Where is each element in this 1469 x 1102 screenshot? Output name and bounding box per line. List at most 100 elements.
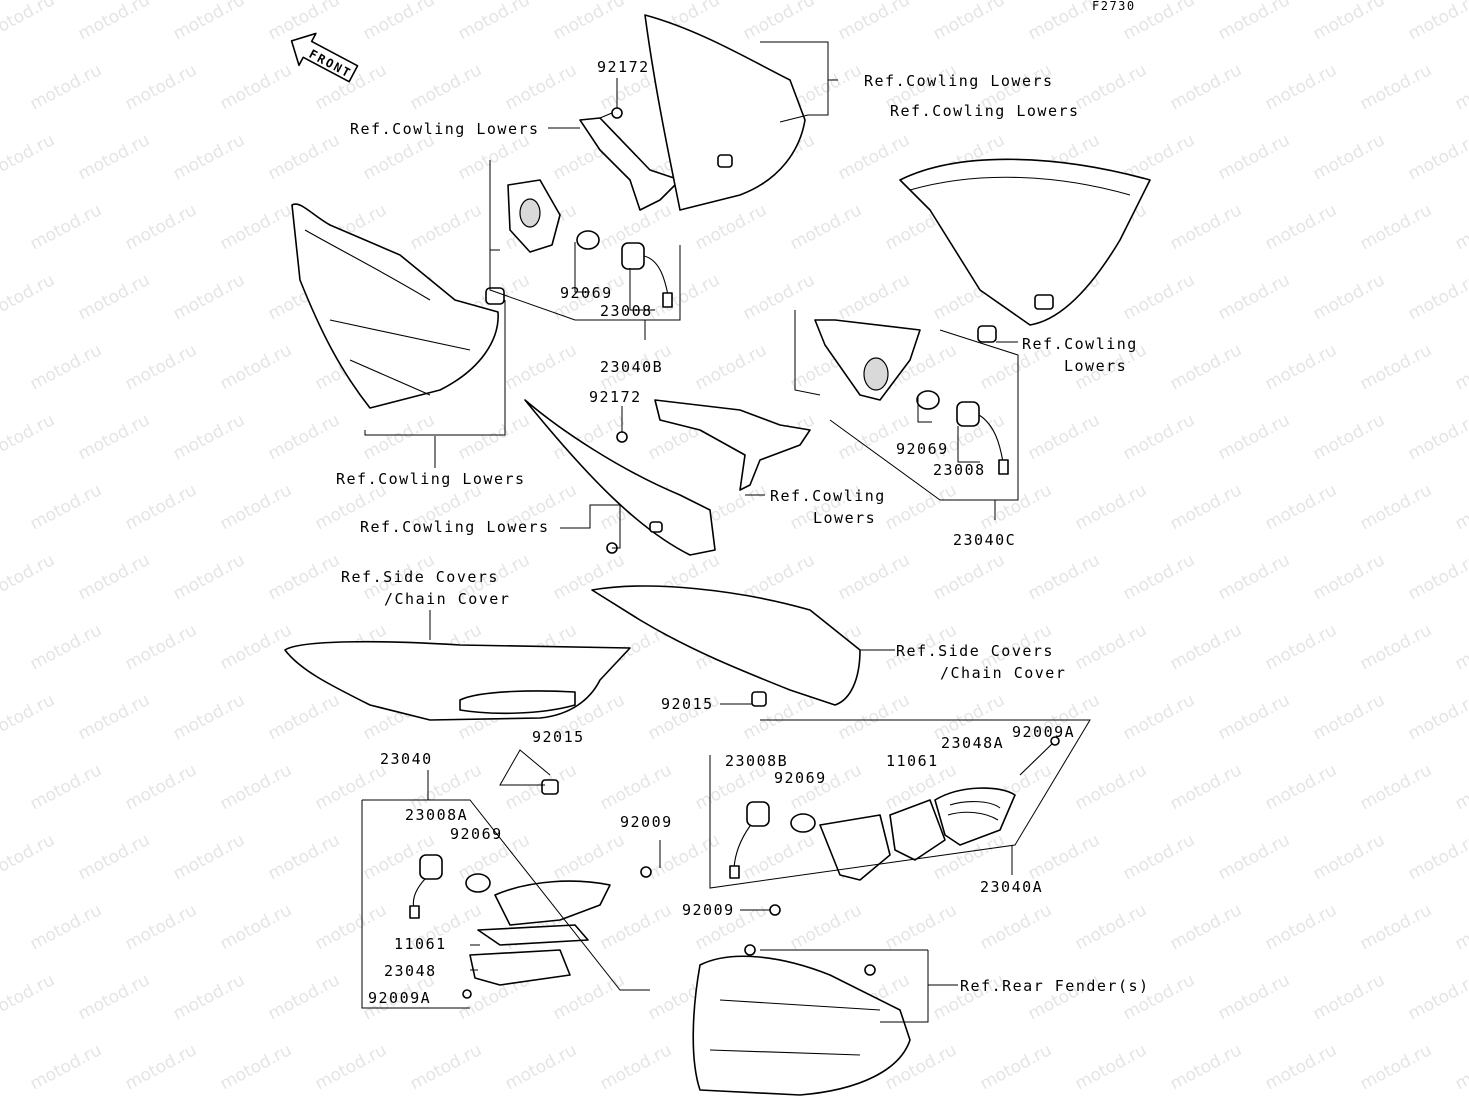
watermark-text: motod.ru <box>1262 620 1340 674</box>
watermark-text: motod.ru <box>1215 130 1293 184</box>
watermark-text: motod.ru <box>977 1040 1055 1094</box>
watermark-text: motod.ru <box>740 270 818 324</box>
watermark-text: motod.ru <box>597 760 675 814</box>
watermark-text: motod.ru <box>550 0 628 44</box>
label-ref-cowling-top-left: Ref.Cowling Lowers <box>350 120 540 138</box>
watermark-text: motod.ru <box>1167 760 1245 814</box>
watermark-text: motod.ru <box>27 1040 105 1094</box>
watermark-text: motod.ru <box>75 830 153 884</box>
screw-92009A-bottom <box>462 989 472 999</box>
label-92069-b: 92069 <box>560 284 613 302</box>
watermark-text: motod.ru <box>787 900 865 954</box>
label-23040A: 23040A <box>980 878 1043 896</box>
watermark-text: motod.ru <box>1310 690 1388 744</box>
watermark-text: motod.ru <box>75 410 153 464</box>
watermark-text: motod.ru <box>1215 410 1293 464</box>
cowling-lower-long-right <box>899 158 1151 326</box>
watermark-text: motod.ru <box>1120 410 1198 464</box>
watermark-text: motod.ru <box>1357 480 1435 534</box>
watermark-text: motod.ru <box>1310 830 1388 884</box>
label-23008-c: 23008 <box>933 461 986 479</box>
watermark-text: motod.ru <box>75 0 153 44</box>
side-cover-right <box>591 585 861 706</box>
label-23040B: 23040B <box>600 358 663 376</box>
watermark-text: motod.ru <box>1310 550 1388 604</box>
watermark-text: motod.ru <box>1120 550 1198 604</box>
left-front-cowl-part <box>291 203 499 409</box>
watermark-text: motod.ru <box>217 620 295 674</box>
watermark-text: motod.ru <box>597 900 675 954</box>
watermark-text: motod.ru <box>1452 480 1469 534</box>
watermark-text: motod.ru <box>75 130 153 184</box>
gasket-11061-rear-left <box>477 924 589 946</box>
watermark-text: motod.ru <box>882 480 960 534</box>
watermark-text: motod.ru <box>122 480 200 534</box>
watermark-text: motod.ru <box>550 970 628 1024</box>
figure-code: F2730 <box>1092 0 1136 13</box>
bulb-92069-rear-left <box>465 873 491 893</box>
lens-23048 <box>469 949 571 986</box>
watermark-text: motod.ru <box>1025 830 1103 884</box>
watermark-text: motod.ru <box>170 410 248 464</box>
watermark-text: motod.ru <box>312 1040 390 1094</box>
watermark-text: motod.ru <box>1072 900 1150 954</box>
watermark-text: motod.ru <box>1025 550 1103 604</box>
label-92069-d: 92069 <box>450 825 503 843</box>
watermark-text: motod.ru <box>835 0 913 44</box>
socket-23008B <box>729 801 770 879</box>
watermark-text: motod.ru <box>1405 970 1469 1024</box>
label-ref-side-right-2: /Chain Cover <box>940 664 1066 682</box>
label-ref-side-right-1: Ref.Side Covers <box>896 642 1054 660</box>
watermark-text: motod.ru <box>75 690 153 744</box>
watermark-text: motod.ru <box>217 60 295 114</box>
watermark-text: motod.ru <box>645 830 723 884</box>
watermark-text: motod.ru <box>75 970 153 1024</box>
watermark-text: motod.ru <box>1310 270 1388 324</box>
screw-92009A-top <box>1019 736 1060 776</box>
watermark-text: motod.ru <box>217 200 295 254</box>
watermark-text: motod.ru <box>930 0 1008 44</box>
watermark-text: motod.ru <box>75 550 153 604</box>
watermark-text: motod.ru <box>930 550 1008 604</box>
watermark-text: motod.ru <box>1357 60 1435 114</box>
watermark-text: motod.ru <box>1357 200 1435 254</box>
bracket-top <box>579 117 681 211</box>
watermark-text: motod.ru <box>692 200 770 254</box>
watermark-text: motod.ru <box>170 130 248 184</box>
watermark-text: motod.ru <box>217 340 295 394</box>
socket-23008-top <box>621 242 673 308</box>
watermark-text: motod.ru <box>170 970 248 1024</box>
watermark-text: motod.ru <box>455 410 533 464</box>
watermark-text: motod.ru <box>1310 970 1388 1024</box>
watermark-text: motod.ru <box>360 130 438 184</box>
label-23008-b: 23008 <box>600 302 653 320</box>
rear-fender <box>692 944 911 1096</box>
watermark-text: motod.ru <box>27 60 105 114</box>
watermark-text: motod.ru <box>502 1040 580 1094</box>
watermark-text: motod.ru <box>1405 410 1469 464</box>
watermark-text: motod.ru <box>1025 410 1103 464</box>
watermark-text: motod.ru <box>977 480 1055 534</box>
label-92009A-bottom: 92009A <box>368 989 431 1007</box>
watermark-text: motod.ru <box>1452 1040 1469 1094</box>
label-ref-cowling-top-right-2: Ref.Cowling Lowers <box>890 102 1080 120</box>
watermark-text: motod.ru <box>1357 340 1435 394</box>
label-ref-cowling-top-right-1: Ref.Cowling Lowers <box>864 72 1054 90</box>
watermark-text: motod.ru <box>1072 480 1150 534</box>
watermark-text: motod.ru <box>1310 410 1388 464</box>
watermark-text: motod.ru <box>645 270 723 324</box>
label-ref-cowling-left-bottom: Ref.Cowling Lowers <box>336 470 526 488</box>
watermark-text: motod.ru <box>27 200 105 254</box>
watermark-text: motod.ru <box>1262 760 1340 814</box>
watermark-text: motod.ru <box>740 0 818 44</box>
watermark-text: motod.ru <box>0 970 58 1024</box>
watermark-text: motod.ru <box>122 620 200 674</box>
watermark-text: motod.ru <box>122 60 200 114</box>
watermark-text: motod.ru <box>1262 480 1340 534</box>
watermark-text: motod.ru <box>265 970 343 1024</box>
watermark-text: motod.ru <box>1452 200 1469 254</box>
watermark-text: motod.ru <box>597 1040 675 1094</box>
watermark-text: motod.ru <box>265 830 343 884</box>
watermark-text: motod.ru <box>1215 690 1293 744</box>
